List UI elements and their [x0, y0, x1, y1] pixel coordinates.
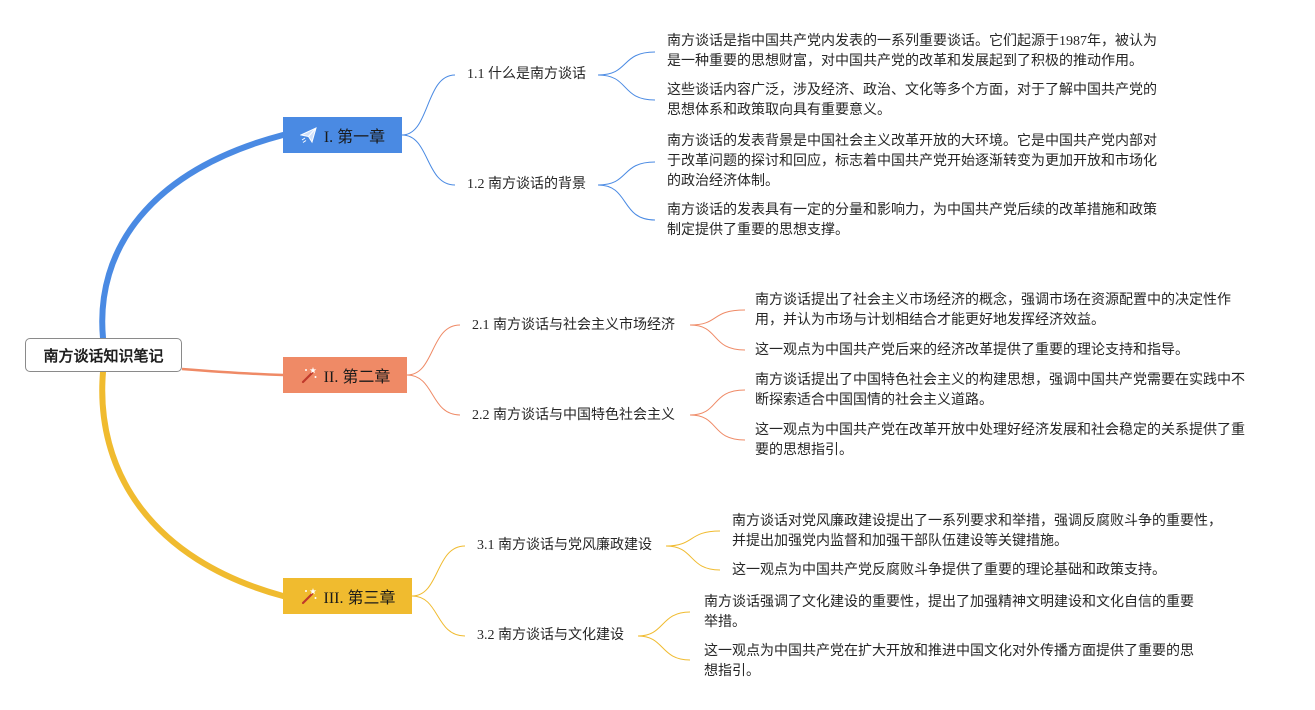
chapter-2-topic[interactable]: II. 第二章 — [283, 357, 407, 393]
section-3-1-detail-1[interactable]: 南方谈话对党风廉政建设提出了一系列要求和举措，强调反腐败斗争的重要性，并提出加强… — [732, 514, 1222, 549]
section-3-1-detail-2[interactable]: 这一观点为中国共产党反腐败斗争提供了重要的理论基础和政策支持。 — [732, 563, 1166, 578]
paper-plane-icon — [299, 126, 318, 144]
section-2-2-label: 2.2 南方谈话与中国特色社会主义 — [472, 408, 675, 423]
section-1-1-label: 1.1 什么是南方谈话 — [467, 67, 586, 82]
section-1-1-topic[interactable]: 1.1 什么是南方谈话 — [467, 66, 586, 84]
section-1-1-detail-1[interactable]: 南方谈话是指中国共产党内发表的一系列重要谈话。它们起源于1987年，被认为是一种… — [667, 34, 1157, 69]
section-1-2-to-detail-2 — [597, 184, 656, 221]
root-to-chapter1-branch — [99, 132, 286, 341]
section-1-1-detail-2[interactable]: 这些谈话内容广泛，涉及经济、政治、文化等多个方面，对于了解中国共产党的思想体系和… — [667, 83, 1157, 118]
section-2-2-detail-2[interactable]: 这一观点为中国共产党在改革开放中处理好经济发展和社会稳定的关系提供了重要的思想指… — [755, 423, 1245, 458]
chapter2-to-section-2-2 — [406, 374, 461, 416]
section-2-1-topic[interactable]: 2.1 南方谈话与社会主义市场经济 — [472, 317, 675, 335]
chapter3-to-section-3-1 — [411, 545, 466, 597]
section-3-2-to-detail-2 — [637, 635, 691, 661]
chapter1-to-section-1-2 — [401, 134, 456, 186]
section-2-1-detail-1[interactable]: 南方谈话提出了社会主义市场经济的概念，强调市场在资源配置中的决定性作用，并认为市… — [755, 293, 1231, 328]
section-3-1-topic[interactable]: 3.1 南方谈话与党风廉政建设 — [477, 537, 652, 555]
section-3-1-to-detail-1 — [665, 530, 721, 547]
chapter-1-topic[interactable]: I. 第一章 — [283, 117, 402, 153]
chapter-1-label: I. 第一章 — [323, 129, 386, 146]
section-3-1-to-detail-2 — [665, 545, 721, 571]
section-2-1-to-detail-2 — [689, 324, 746, 351]
section-3-2-to-detail-1 — [637, 611, 691, 637]
section-3-2-detail-2[interactable]: 这一观点为中国共产党在扩大开放和推进中国文化对外传播方面提供了重要的思想指引。 — [704, 644, 1194, 679]
chapter1-to-section-1-1 — [401, 74, 456, 136]
section-1-2-label: 1.2 南方谈话的背景 — [467, 177, 586, 192]
root-to-chapter3-branch — [99, 369, 286, 599]
section-2-2-topic[interactable]: 2.2 南方谈话与中国特色社会主义 — [472, 407, 675, 425]
section-3-2-topic[interactable]: 3.2 南方谈话与文化建设 — [477, 627, 624, 645]
section-2-1-label: 2.1 南方谈话与社会主义市场经济 — [472, 318, 675, 333]
chapter-3-topic[interactable]: III. 第三章 — [283, 578, 412, 614]
root-topic[interactable]: 南方谈话知识笔记 — [25, 338, 182, 372]
chapter-2-label: II. 第二章 — [323, 369, 391, 386]
chapter2-to-section-2-1 — [406, 324, 461, 376]
section-2-2-to-detail-1 — [689, 389, 746, 416]
root-to-chapter2-branch — [181, 367, 284, 377]
magic-wand-icon — [300, 366, 318, 384]
section-2-2-detail-1[interactable]: 南方谈话提出了中国特色社会主义的构建思想，强调中国共产党需要在实践中不断探索适合… — [755, 373, 1245, 408]
section-3-2-detail-1[interactable]: 南方谈话强调了文化建设的重要性，提出了加强精神文明建设和文化自信的重要举措。 — [704, 595, 1194, 630]
section-2-2-to-detail-2 — [689, 414, 746, 441]
magic-wand-icon — [300, 587, 318, 605]
section-2-1-detail-2[interactable]: 这一观点为中国共产党后来的经济改革提供了重要的理论支持和指导。 — [755, 343, 1189, 358]
section-3-2-label: 3.2 南方谈话与文化建设 — [477, 628, 624, 643]
section-1-2-topic[interactable]: 1.2 南方谈话的背景 — [467, 176, 586, 194]
section-2-1-to-detail-1 — [689, 309, 746, 326]
section-1-2-detail-2[interactable]: 南方谈话的发表具有一定的分量和影响力，为中国共产党后续的改革措施和政策制定提供了… — [667, 203, 1157, 238]
section-1-1-to-detail-1 — [597, 51, 656, 76]
section-1-1-to-detail-2 — [597, 74, 656, 101]
section-1-2-to-detail-1 — [597, 161, 656, 186]
chapter-3-label: III. 第三章 — [323, 590, 396, 607]
section-3-1-label: 3.1 南方谈话与党风廉政建设 — [477, 538, 652, 553]
chapter3-to-section-3-2 — [411, 595, 466, 637]
root-topic-label: 南方谈话知识笔记 — [43, 346, 164, 365]
section-1-2-detail-1[interactable]: 南方谈话的发表背景是中国社会主义改革开放的大环境。它是中国共产党内部对于改革问题… — [667, 134, 1157, 189]
